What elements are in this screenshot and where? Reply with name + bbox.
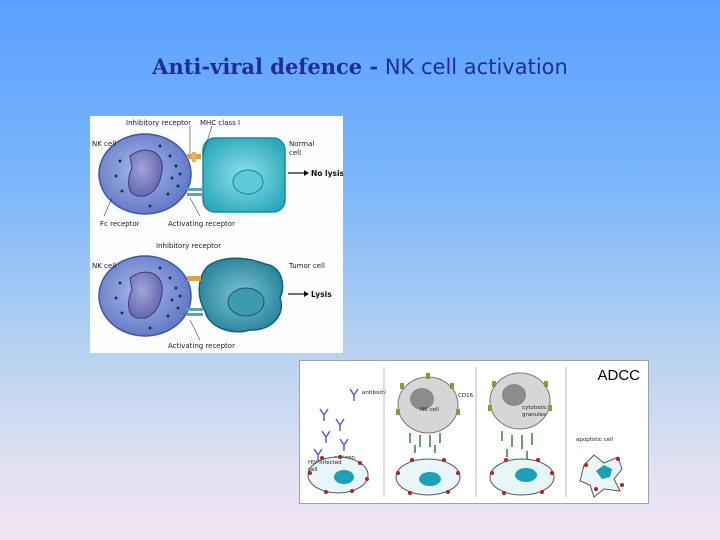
- label-nk-cell-bottom: NK cell: [92, 262, 116, 270]
- adcc-panel-antibodies: antibody antigen HIV infected cell: [307, 388, 387, 494]
- arrowhead-no-lysis: [304, 170, 309, 176]
- label-inhibitory-receptor-bottom: Inhibitory receptor: [156, 242, 221, 250]
- adcc-panel-granules: cytotoxic granules: [488, 372, 555, 496]
- label-nk-cell-adcc: NK cell: [420, 407, 439, 413]
- label-activating-receptor-top: Activating receptor: [168, 220, 235, 228]
- arrowhead-lysis: [304, 291, 309, 297]
- nk-cell-bottom: [98, 255, 192, 337]
- tumor-cell: [198, 257, 284, 333]
- label-normal-cell-1: Normal: [289, 140, 314, 148]
- adcc-panel-nk-binding: NK cell CD16: [395, 373, 474, 496]
- label-hiv-infected-2: cell: [308, 467, 318, 473]
- slide-title: Anti-viral defence - NK cell activation: [0, 54, 720, 79]
- normal-cell: [202, 137, 286, 213]
- label-nk-cell-top: NK cell: [92, 140, 116, 148]
- label-normal-cell-2: cell: [289, 149, 301, 157]
- label-hiv-infected-1: HIV infected: [308, 460, 342, 466]
- label-cytotoxic-1: cytotoxic: [522, 405, 547, 411]
- receptor-bottom-inhibitory: [187, 276, 201, 281]
- label-no-lysis: No lysis: [311, 169, 343, 178]
- label-tumor-cell: Tumor cell: [288, 262, 325, 270]
- nk-diagram-svg: Inhibitory receptor MHC class I NK cell …: [92, 119, 343, 350]
- label-antibody: antibody: [362, 390, 387, 396]
- label-activating-receptor-bottom: Activating receptor: [168, 342, 235, 350]
- nk-activation-diagram: Inhibitory receptor MHC class I NK cell …: [90, 116, 343, 353]
- nk-cell-top: [98, 133, 192, 215]
- label-cd16: CD16: [458, 393, 474, 399]
- adcc-diagram: antibody antigen HIV infected cell NK ce…: [299, 360, 649, 504]
- adcc-title: ADCC: [597, 367, 640, 384]
- adcc-diagram-svg: antibody antigen HIV infected cell NK ce…: [307, 367, 624, 498]
- receptor-top-inhibitory: [187, 152, 201, 162]
- slide-title-plain: NK cell activation: [384, 55, 568, 79]
- adcc-panel-apoptosis: apoptotic cell: [576, 437, 624, 498]
- label-mhc-class: MHC class I: [200, 119, 240, 127]
- slide-title-bold: Anti-viral defence -: [152, 54, 379, 79]
- label-fc-receptor: Fс receptor: [100, 220, 140, 228]
- label-inhibitory-receptor-top: Inhibitory receptor: [126, 119, 191, 127]
- label-apoptotic-cell: apoptotic cell: [576, 437, 614, 443]
- receptor-bottom-activating: [187, 308, 203, 316]
- label-lysis: Lysis: [311, 290, 332, 299]
- receptor-top-activating: [187, 188, 203, 196]
- label-cytotoxic-2: granules: [522, 412, 546, 418]
